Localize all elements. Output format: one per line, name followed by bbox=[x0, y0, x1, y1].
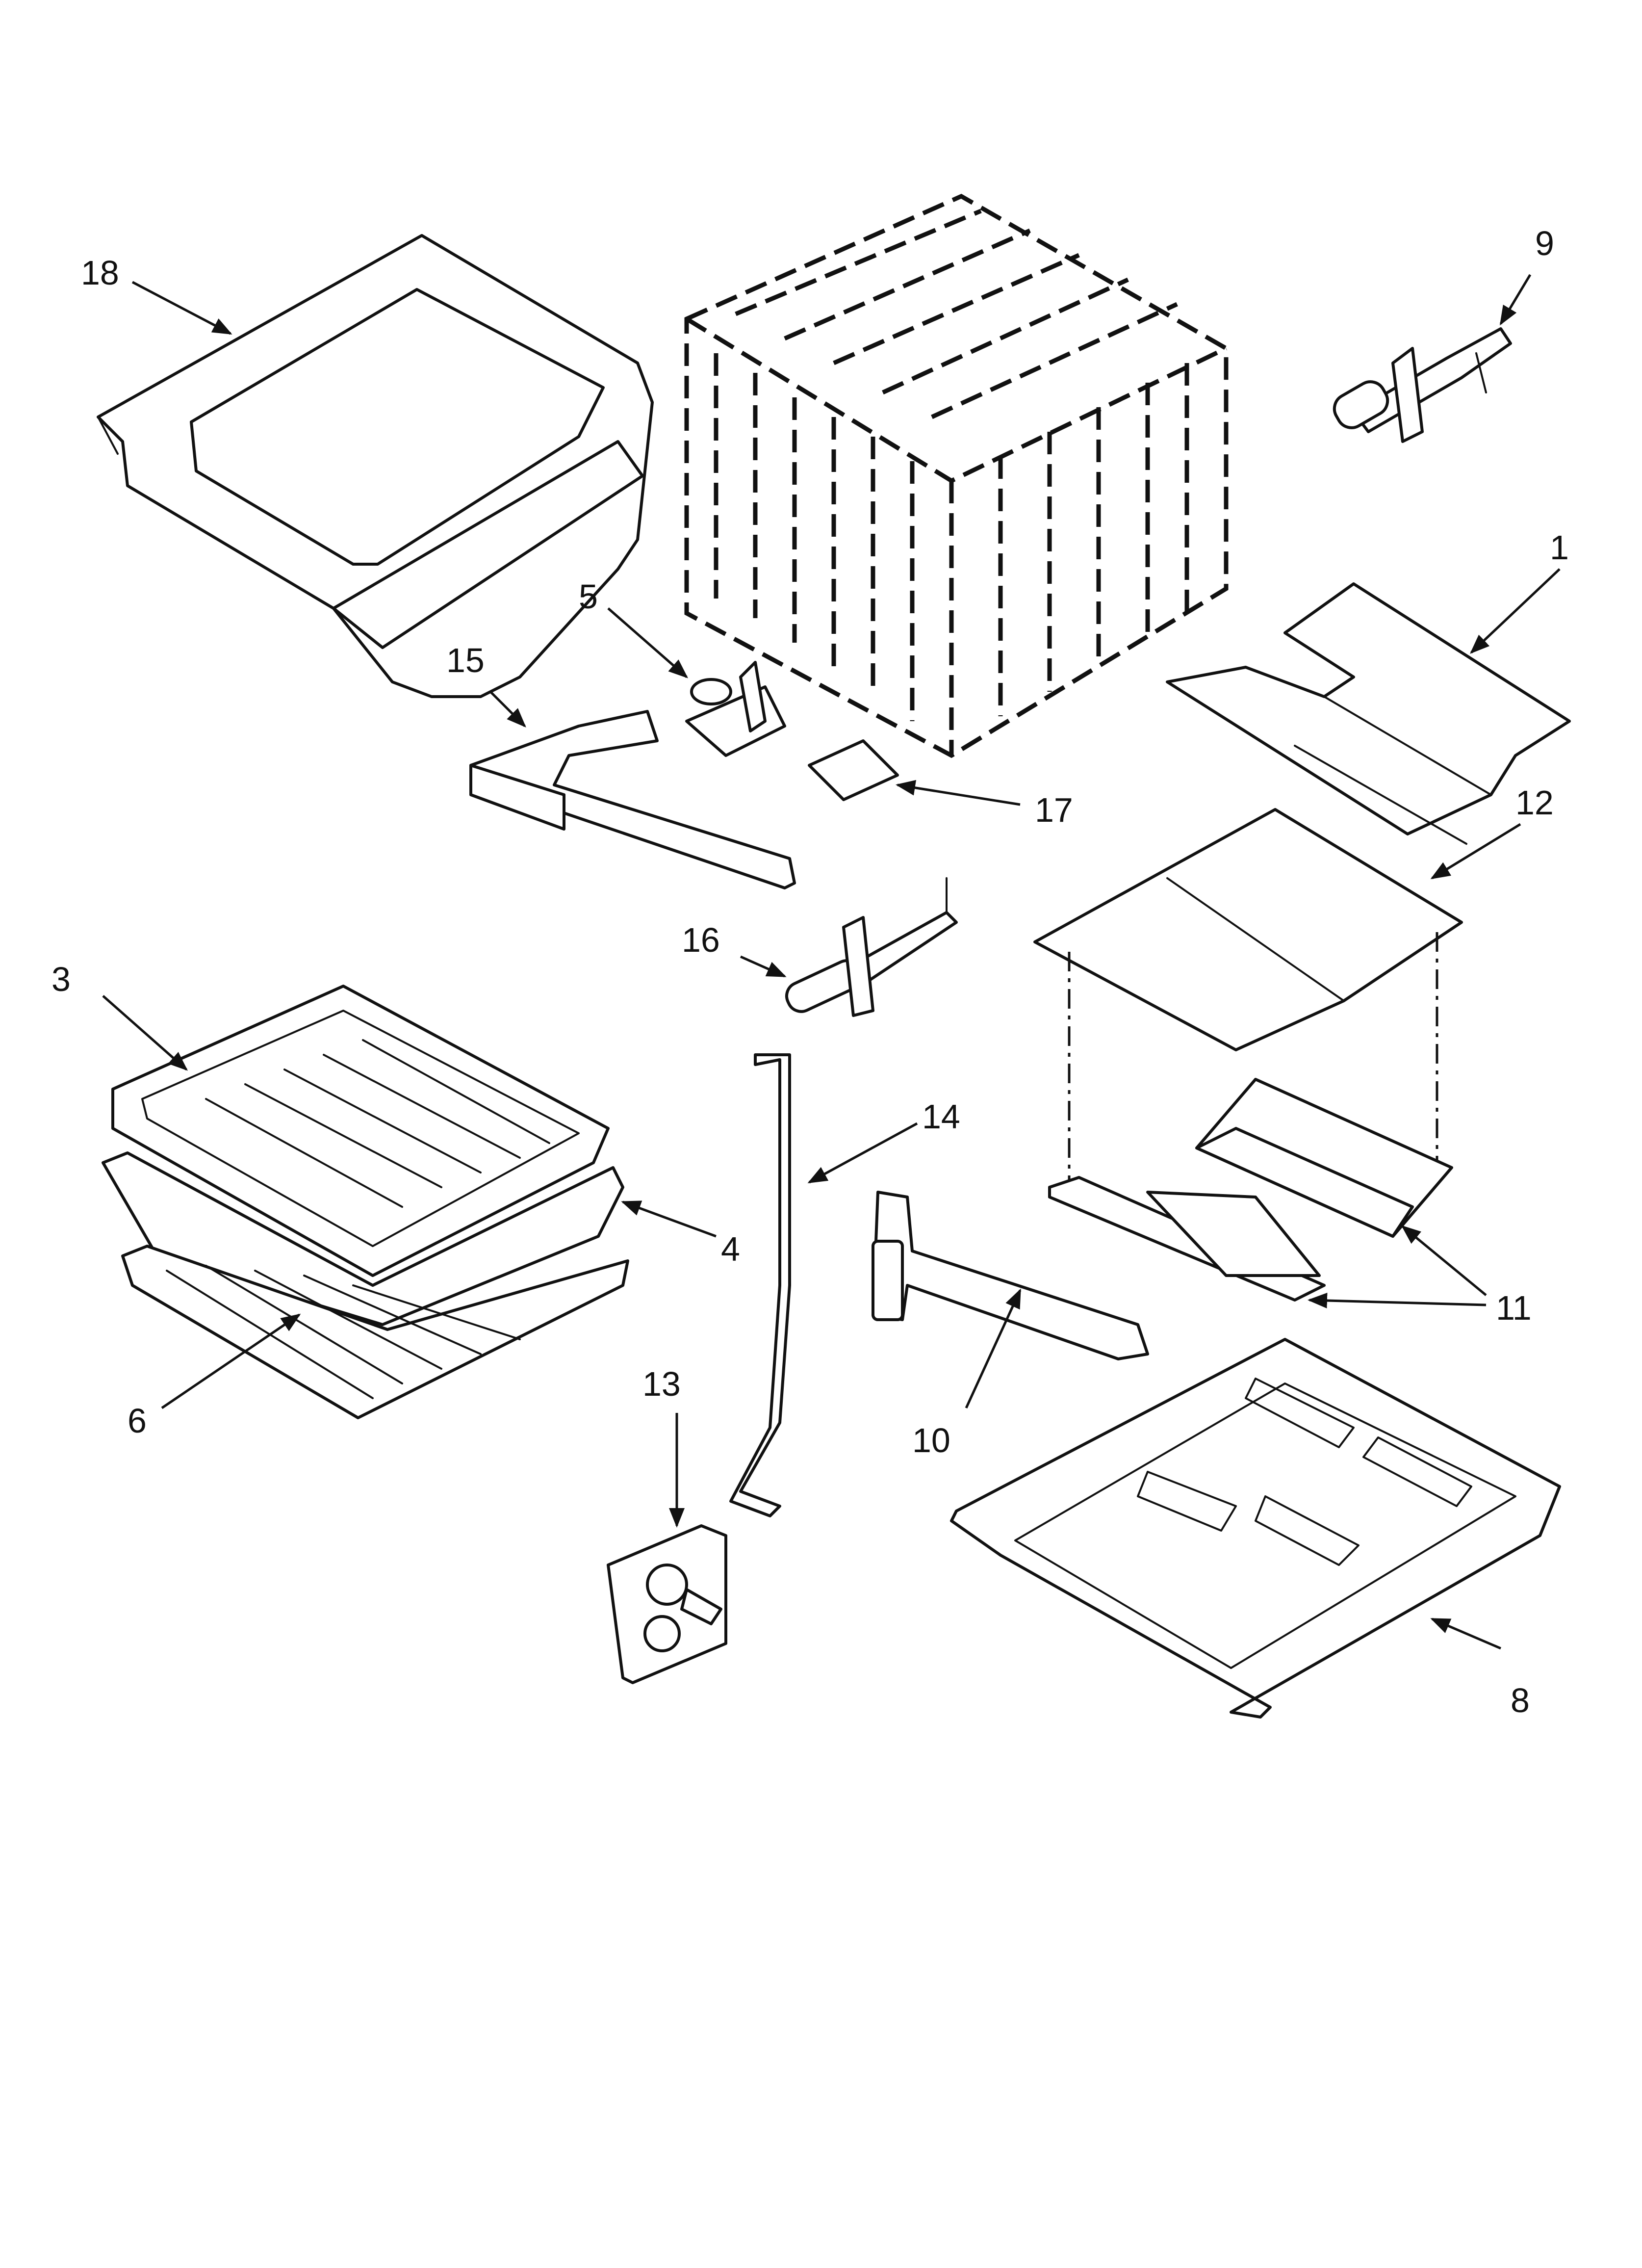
part-11-brackets bbox=[1048, 1078, 1453, 1302]
callout-8: 8 bbox=[1511, 1681, 1530, 1720]
part-1-heat-shield bbox=[1166, 582, 1571, 845]
callout-6: 6 bbox=[128, 1402, 147, 1440]
leader-lines bbox=[102, 274, 1561, 1650]
callout-3: 3 bbox=[51, 960, 71, 998]
callout-10: 10 bbox=[912, 1421, 950, 1460]
part-10-burner bbox=[872, 1191, 1149, 1360]
callout-17: 17 bbox=[1035, 791, 1073, 829]
callout-18: 18 bbox=[81, 254, 119, 292]
part-12-shield bbox=[1033, 808, 1463, 1051]
callout-9: 9 bbox=[1535, 224, 1554, 262]
callout-13: 13 bbox=[642, 1365, 681, 1403]
callout-16: 16 bbox=[682, 921, 720, 959]
callout-labels: 18 9 1 5 15 17 12 16 3 14 4 11 6 13 10 8 bbox=[51, 224, 1569, 1720]
part-14-rod bbox=[729, 1053, 791, 1517]
callout-4: 4 bbox=[721, 1230, 740, 1268]
oven-cavity-outline bbox=[684, 193, 1229, 758]
part-5-valve bbox=[685, 661, 786, 757]
part-3-broiler-grid bbox=[111, 985, 610, 1277]
part-16-igniter bbox=[785, 877, 958, 1017]
part-9-igniter bbox=[1333, 327, 1512, 443]
part-8-drawer-pan bbox=[950, 1338, 1561, 1719]
part-18-broiler-panel bbox=[97, 234, 654, 698]
callout-15: 15 bbox=[446, 641, 485, 679]
callout-11: 11 bbox=[1496, 1289, 1532, 1327]
part-17-clip bbox=[808, 739, 899, 801]
callout-1: 1 bbox=[1550, 528, 1569, 567]
callout-5: 5 bbox=[579, 577, 598, 616]
callout-14: 14 bbox=[922, 1097, 960, 1136]
part-15-burner-tube bbox=[469, 710, 796, 889]
callout-12: 12 bbox=[1515, 783, 1554, 822]
part-13-valve bbox=[607, 1524, 727, 1684]
